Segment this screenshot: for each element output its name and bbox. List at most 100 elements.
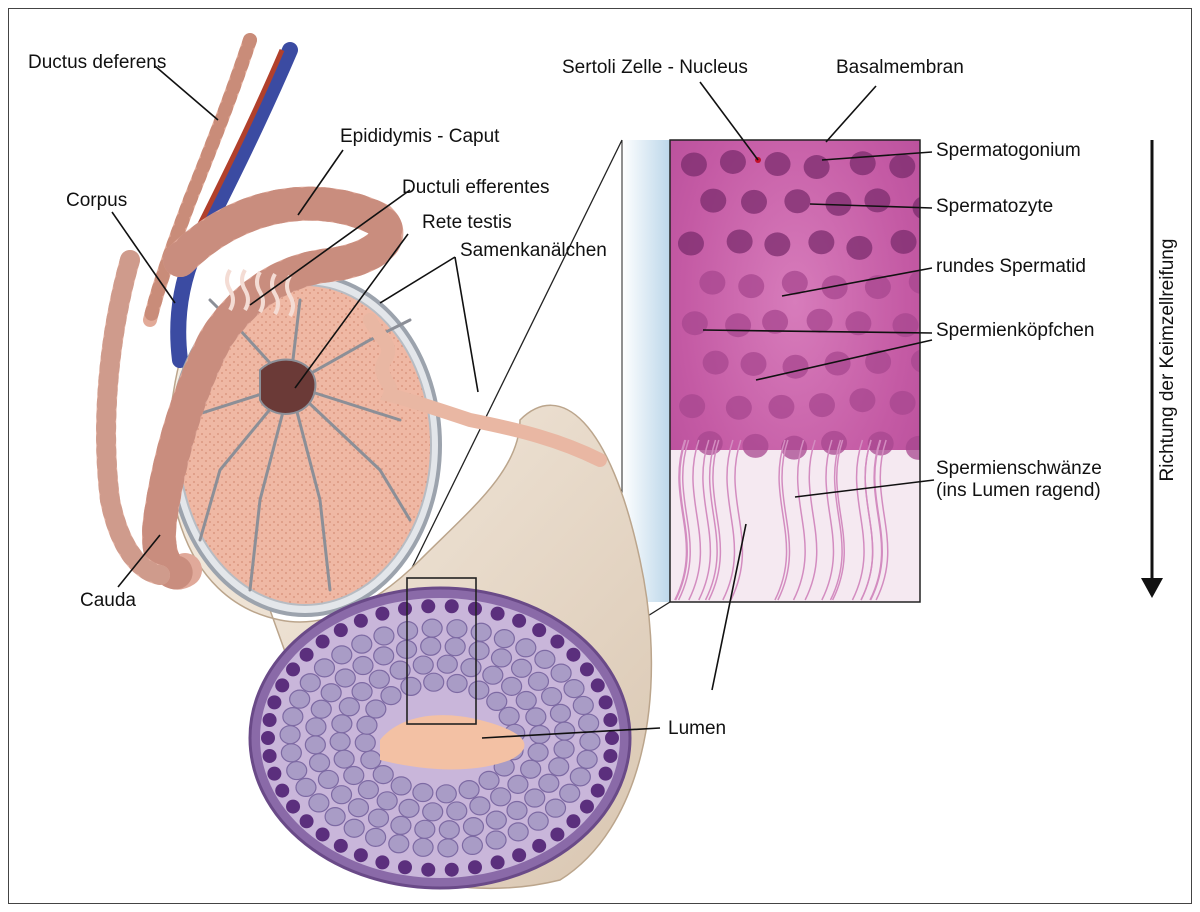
- histology-nucleus: [889, 154, 915, 178]
- tubule-germ-cell: [374, 647, 394, 665]
- tubule-germ-cell: [577, 750, 597, 768]
- tubule-germ-cell: [335, 669, 355, 687]
- label-maturation-direction: Richtung der Keimzellreifung: [1157, 239, 1179, 482]
- histology-nucleus: [725, 313, 751, 337]
- tubule-basal-nucleus: [300, 648, 314, 662]
- tubule-basal-nucleus: [275, 678, 289, 692]
- tubule-basal-nucleus: [445, 863, 459, 877]
- tubule-germ-cell: [368, 809, 388, 827]
- histology-nucleus: [849, 388, 875, 412]
- histology-panel: [670, 140, 939, 602]
- histology-nucleus: [865, 350, 891, 374]
- tubule-germ-cell: [508, 823, 528, 841]
- tubule-germ-cell: [491, 788, 511, 806]
- tubule-basal-nucleus: [354, 614, 368, 628]
- histology-nucleus: [741, 190, 767, 214]
- histology-nucleus: [727, 230, 753, 254]
- tubule-basal-nucleus: [566, 648, 580, 662]
- tubule-basal-nucleus: [603, 713, 617, 727]
- tubule-germ-cell: [332, 786, 352, 804]
- tubule-basal-nucleus: [421, 863, 435, 877]
- histology-nucleus: [892, 313, 918, 337]
- tubule-basal-nucleus: [512, 614, 526, 628]
- label-rete-testis: Rete testis: [422, 212, 512, 234]
- tubule-basal-nucleus: [580, 662, 594, 676]
- label-sertoli-nucleus: Sertoli Zelle - Nucleus: [562, 57, 748, 79]
- tubule-germ-cell: [401, 677, 421, 695]
- tubule-basal-nucleus: [550, 827, 564, 841]
- tubule-germ-cell: [369, 670, 389, 688]
- tubule-germ-cell: [470, 797, 490, 815]
- histology-nucleus: [783, 355, 809, 379]
- histology-nucleus: [741, 352, 767, 376]
- tubule-basal-nucleus: [263, 713, 277, 727]
- tubule-basal-nucleus: [421, 599, 435, 613]
- histology-nucleus: [720, 150, 746, 174]
- tubule-basal-nucleus: [316, 635, 330, 649]
- histology-nucleus: [679, 394, 705, 418]
- tubule-basal-nucleus: [532, 839, 546, 853]
- tubule-germ-cell: [381, 687, 401, 705]
- tubule-germ-cell: [339, 698, 359, 716]
- tubule-germ-cell: [483, 666, 503, 684]
- tubule-basal-nucleus: [316, 827, 330, 841]
- tubule-basal-nucleus: [398, 860, 412, 874]
- label-corpus: Corpus: [66, 190, 127, 212]
- tubule-germ-cell: [580, 732, 600, 750]
- tubule-germ-cell: [555, 722, 575, 740]
- tubule-germ-cell: [487, 692, 507, 710]
- tubule-germ-cell: [280, 726, 300, 744]
- tubule-germ-cell: [391, 777, 411, 795]
- tubule-germ-cell: [462, 836, 482, 854]
- label-cauda: Cauda: [80, 590, 136, 612]
- histology-nucleus: [804, 155, 830, 179]
- tubule-germ-cell: [546, 799, 566, 817]
- histology-nucleus: [742, 434, 768, 458]
- tubule-cross-section: [250, 588, 630, 888]
- tubule-germ-cell: [422, 619, 442, 637]
- label-ins-lumen-ragend: (ins Lumen ragend): [936, 480, 1101, 502]
- tubule-germ-cell: [542, 688, 562, 706]
- tubule-germ-cell: [413, 784, 433, 802]
- tubule-basal-nucleus: [286, 662, 300, 676]
- histology-nucleus: [890, 391, 916, 415]
- tubule-basal-nucleus: [491, 607, 505, 621]
- tubule-germ-cell: [290, 690, 310, 708]
- tubule-germ-cell: [287, 762, 307, 780]
- tubule-germ-cell: [358, 781, 378, 799]
- tubule-germ-cell: [579, 714, 599, 732]
- tubule-basal-nucleus: [354, 848, 368, 862]
- tubule-germ-cell: [283, 708, 303, 726]
- tubule-basal-nucleus: [599, 767, 613, 781]
- tubule-germ-cell: [424, 673, 444, 691]
- tubule-germ-cell: [377, 792, 397, 810]
- tubule-germ-cell: [352, 683, 372, 701]
- tubule-basal-nucleus: [275, 784, 289, 798]
- tubule-germ-cell: [469, 642, 489, 660]
- tubule-basal-nucleus: [580, 800, 594, 814]
- tubule-germ-cell: [296, 778, 316, 796]
- tubule-germ-cell: [550, 704, 570, 722]
- label-spermatozyte: Spermatozyte: [936, 196, 1053, 218]
- label-basalmembran: Basalmembran: [836, 57, 964, 79]
- tubule-germ-cell: [539, 774, 559, 792]
- tubule-germ-cell: [486, 811, 506, 829]
- histology-nucleus: [906, 436, 932, 460]
- tubule-germ-cell: [486, 831, 506, 849]
- tubule-germ-cell: [447, 674, 467, 692]
- tubule-germ-cell: [502, 677, 522, 695]
- histology-nucleus: [697, 431, 723, 455]
- histology-nucleus: [784, 189, 810, 213]
- tubule-basal-nucleus: [591, 784, 605, 798]
- tubule-basal-nucleus: [334, 623, 348, 637]
- tubule-germ-cell: [445, 638, 465, 656]
- tubule-basal-nucleus: [375, 855, 389, 869]
- tubule-germ-cell: [366, 700, 386, 718]
- histology-nucleus: [726, 396, 752, 420]
- tubule-basal-nucleus: [512, 848, 526, 862]
- tubule-germ-cell: [305, 736, 325, 754]
- tubule-germ-cell: [325, 808, 345, 826]
- tubule-germ-cell: [471, 623, 491, 641]
- tubule-germ-cell: [300, 674, 320, 692]
